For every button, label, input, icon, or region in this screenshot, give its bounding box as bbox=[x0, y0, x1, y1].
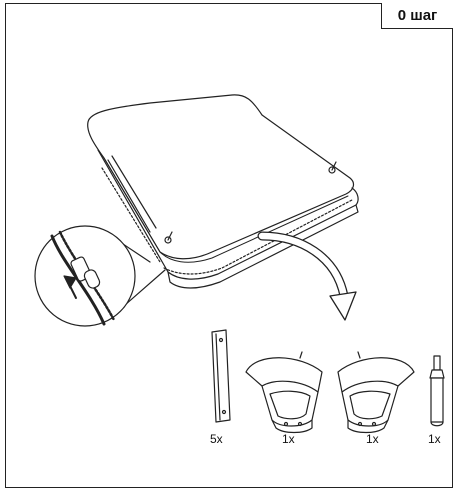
seat-cushion-icon bbox=[87, 94, 359, 289]
zipper-detail-icon bbox=[34, 225, 166, 327]
gas-lift-cylinder-icon bbox=[429, 355, 445, 427]
left-armrest-icon bbox=[245, 351, 323, 434]
right-armrest-icon bbox=[337, 351, 415, 434]
part-qty-left-armrest: 1x bbox=[282, 432, 295, 446]
bracket-plate-icon bbox=[211, 329, 231, 423]
step-badge: 0 шаг bbox=[381, 3, 453, 29]
instruction-frame bbox=[5, 3, 453, 488]
part-qty-right-armrest: 1x bbox=[366, 432, 379, 446]
part-qty-gas-lift: 1x bbox=[428, 432, 441, 446]
direction-arrow-icon bbox=[257, 231, 357, 321]
part-qty-bracket: 5x bbox=[210, 432, 223, 446]
